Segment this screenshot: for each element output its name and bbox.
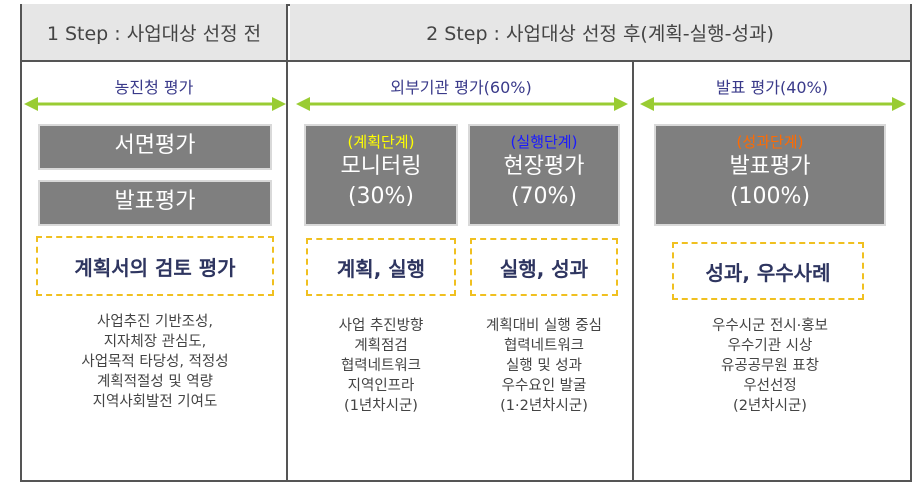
- final-presentation-criteria: 우수시군 전시·홍보 우수기관 시상 유공공무원 표창 우선선정 (2년차시군): [660, 316, 880, 416]
- step1-header: 1 Step : 사업대상 선정 전: [22, 4, 286, 60]
- double-arrow-icon: [24, 97, 286, 111]
- step1-title: 1 Step : 사업대상 선정 전: [46, 22, 262, 45]
- step2-title: 2 Step : 사업대상 선정 후(계획-실행-성과): [426, 22, 774, 45]
- execution-outcome-text: 실행, 성과: [499, 256, 589, 281]
- outcome-stage-tag: (성과단계): [736, 133, 804, 151]
- criteria-line: (1·2년차시군): [500, 398, 588, 414]
- section1-criteria: 사업추진 기반조성, 지자체장 관심도, 사업목적 타당성, 적정성 계획적절성…: [30, 312, 280, 412]
- plan-stage-tag: (계획단계): [347, 133, 415, 151]
- criteria-line: 사업 추진방향: [338, 318, 424, 334]
- section-divider: [632, 60, 634, 482]
- criteria-line: 우선선정: [743, 378, 797, 394]
- criteria-line: 지자체장 관심도,: [103, 334, 207, 350]
- criteria-line: (1년차시군): [344, 398, 418, 414]
- execution-outcome-focus: 실행, 성과: [470, 238, 618, 296]
- section3-label: 발표 평가(40%): [715, 78, 828, 97]
- presentation-label: 발표평가: [114, 189, 196, 214]
- plan-execution-focus: 계획, 실행: [306, 238, 456, 296]
- criteria-line: 지역인프라: [347, 378, 415, 394]
- criteria-line: 우수요인 발굴: [501, 378, 587, 394]
- field-evaluation-criteria: 계획대비 실행 중심 협력네트워크 실행 및 성과 우수요인 발굴 (1·2년차…: [460, 316, 628, 416]
- criteria-line: 계획대비 실행 중심: [486, 318, 602, 334]
- criteria-line: 계획적절성 및 역량: [97, 374, 213, 390]
- document-review-box: 서면평가: [38, 124, 272, 170]
- double-arrow-icon: [640, 97, 906, 111]
- presentation-box: 발표평가: [38, 180, 272, 226]
- criteria-line: 사업목적 타당성, 적정성: [81, 354, 229, 370]
- section2-label: 외부기관 평가(60%): [390, 78, 532, 97]
- criteria-line: 우수시군 전시·홍보: [712, 318, 828, 334]
- criteria-line: 실행 및 성과: [506, 358, 582, 374]
- final-presentation-box: (성과단계) 발표평가 (100%): [654, 124, 886, 226]
- header-divider: [20, 60, 912, 62]
- plan-review-focus: 계획서의 검토 평가: [36, 236, 274, 296]
- criteria-line: 사업추진 기반조성,: [97, 314, 213, 330]
- monitoring-criteria: 사업 추진방향 계획점검 협력네트워크 지역인프라 (1년차시군): [296, 316, 466, 416]
- step2-header: 2 Step : 사업대상 선정 후(계획-실행-성과): [290, 4, 910, 60]
- criteria-line: 협력네트워크: [503, 338, 585, 354]
- criteria-line: 협력네트워크: [340, 358, 422, 374]
- monitoring-title: 모니터링: [340, 154, 422, 179]
- double-arrow-icon: [296, 97, 628, 111]
- execution-stage-tag: (실행단계): [510, 133, 578, 151]
- criteria-line: 우수기관 시상: [727, 338, 813, 354]
- best-practice-text: 성과, 우수사례: [705, 260, 831, 285]
- criteria-line: 계획점검: [354, 338, 408, 354]
- criteria-line: 유공공무원 표창: [721, 358, 819, 374]
- step-divider: [286, 4, 288, 482]
- document-review-label: 서면평가: [114, 133, 196, 158]
- best-practice-focus: 성과, 우수사례: [672, 242, 864, 300]
- plan-execution-text: 계획, 실행: [336, 256, 426, 281]
- field-evaluation-percent: (70%): [510, 184, 578, 209]
- criteria-line: (2년차시군): [733, 398, 807, 414]
- criteria-line: 지역사회발전 기여도: [92, 394, 218, 410]
- final-presentation-percent: (100%): [729, 184, 811, 209]
- monitoring-percent: (30%): [347, 184, 415, 209]
- field-evaluation-box: (실행단계) 현장평가 (70%): [468, 124, 620, 226]
- section1-label: 농진청 평가: [114, 78, 194, 97]
- plan-review-text: 계획서의 검토 평가: [74, 255, 236, 280]
- field-evaluation-title: 현장평가: [503, 154, 585, 179]
- final-presentation-title: 발표평가: [729, 154, 811, 179]
- monitoring-box: (계획단계) 모니터링 (30%): [304, 124, 458, 226]
